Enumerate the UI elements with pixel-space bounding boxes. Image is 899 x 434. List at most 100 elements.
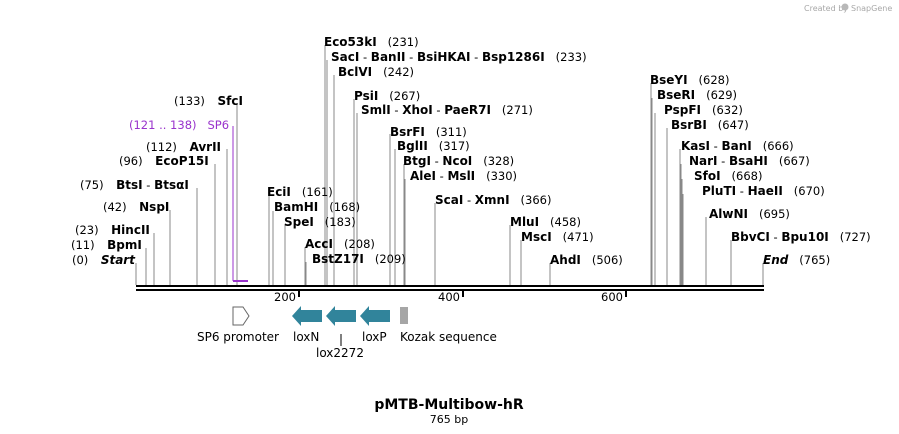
restriction-site-label[interactable]: MscI (471): [521, 230, 594, 244]
site-position: (695): [748, 207, 790, 221]
primer-label[interactable]: (121 .. 138) SP6: [129, 118, 229, 132]
site-position: (42): [103, 200, 127, 214]
site-position: (668): [721, 169, 763, 183]
enzyme-name: PsiI: [354, 89, 378, 103]
site-position: (666): [752, 139, 794, 153]
restriction-site-label[interactable]: (42) NspI: [103, 200, 169, 214]
separator: -: [770, 230, 781, 244]
site-position: (628): [688, 73, 730, 87]
enzyme-name: BtsαI: [154, 178, 189, 192]
site-position: (366): [510, 193, 552, 207]
enzyme-name: SmlI: [361, 103, 391, 117]
restriction-site-label[interactable]: (0) Start: [72, 253, 136, 267]
restriction-site-label[interactable]: KasI - BanI (666): [681, 139, 794, 153]
site-position: (267): [378, 89, 420, 103]
enzyme-name: NspI: [127, 200, 170, 214]
restriction-site-label[interactable]: AccI (208): [305, 237, 375, 251]
enzyme-name: BsrFI: [390, 125, 425, 139]
site-position: (23): [75, 223, 99, 237]
restriction-site-label[interactable]: BseYI (628): [650, 73, 729, 87]
kozak-feature[interactable]: [400, 307, 408, 324]
restriction-site-label[interactable]: Eco53kI (231): [324, 35, 419, 49]
restriction-site-label[interactable]: AhdI (506): [550, 253, 623, 267]
site-position: (11): [71, 238, 95, 252]
restriction-site-label[interactable]: End (765): [763, 253, 830, 267]
restriction-site-label[interactable]: (112) AvrII: [146, 140, 221, 154]
lox2272-feature[interactable]: [326, 306, 356, 326]
site-position: (471): [552, 230, 594, 244]
separator: -: [436, 169, 447, 183]
enzyme-name: Bpu10I: [781, 230, 828, 244]
snapgene-credit: Created by SnapGene: [804, 3, 892, 13]
enzyme-name: NcoI: [442, 154, 472, 168]
site-position: (75): [80, 178, 104, 192]
feature-label-loxp: loxP: [362, 330, 387, 344]
restriction-site-label[interactable]: BstZ17I (209): [312, 252, 406, 266]
restriction-site-label[interactable]: (75) BtsI - BtsαI: [80, 178, 189, 192]
restriction-site-label[interactable]: BsrBI (647): [671, 118, 749, 132]
restriction-site-label[interactable]: BbvCI - Bpu10I (727): [731, 230, 871, 244]
restriction-site-label[interactable]: BseRI (629): [657, 88, 737, 102]
credit-text: Created by: [804, 4, 848, 13]
site-position: (231): [377, 35, 419, 49]
enzyme-name: MscI: [521, 230, 552, 244]
restriction-site-label[interactable]: PluTI - HaeII (670): [702, 184, 825, 198]
enzyme-name: AlwNI: [709, 207, 748, 221]
site-position: (271): [491, 103, 533, 117]
enzyme-name: SpeI: [284, 215, 314, 229]
features: SP6 promoter loxN lox2272 loxP Kozak seq…: [197, 306, 497, 360]
enzyme-name: BsaHI: [729, 154, 768, 168]
restriction-site-label[interactable]: BamHI (168): [274, 200, 360, 214]
site-position: (632): [701, 103, 743, 117]
enzyme-name: BstZ17I: [312, 252, 364, 266]
site-position: (458): [539, 215, 581, 229]
enzyme-name: MluI: [510, 215, 539, 229]
site-position: (629): [695, 88, 737, 102]
enzyme-name: BpmI: [95, 238, 142, 252]
enzyme-name: NarI: [689, 154, 718, 168]
restriction-site-label[interactable]: SpeI (183): [284, 215, 356, 229]
enzyme-name: BsrBI: [671, 118, 707, 132]
restriction-site-label[interactable]: SfoI (668): [694, 169, 762, 183]
restriction-site-label[interactable]: (96) EcoP15I: [119, 154, 209, 168]
ruler-label-200: 200: [274, 290, 296, 304]
site-position: (727): [829, 230, 871, 244]
separator: -: [391, 103, 402, 117]
loxn-feature[interactable]: [292, 306, 322, 326]
snapgene-logo-icon: [841, 3, 849, 11]
site-position: (233): [545, 50, 587, 64]
restriction-site-label[interactable]: BclVI (242): [338, 65, 414, 79]
restriction-site-label[interactable]: SmlI - XhoI - PaeR7I (271): [361, 103, 533, 117]
restriction-site-label[interactable]: BglII (317): [397, 139, 470, 153]
enzyme-name: KasI: [681, 139, 710, 153]
restriction-site-label[interactable]: SacI - BanII - BsiHKAI - Bsp1286I (233): [331, 50, 587, 64]
restriction-site-label[interactable]: PspFI (632): [664, 103, 743, 117]
restriction-site-label[interactable]: (11) BpmI: [71, 238, 142, 252]
restriction-site-label[interactable]: EciI (161): [267, 185, 333, 199]
enzyme-name: BsiHKAI: [417, 50, 471, 64]
enzyme-name: XhoI: [402, 103, 433, 117]
sequence-backbone[interactable]: [136, 285, 764, 291]
site-position: (209): [364, 252, 406, 266]
separator: -: [718, 154, 729, 168]
loxp-feature[interactable]: [360, 306, 390, 326]
restriction-site-label[interactable]: PsiI (267): [354, 89, 420, 103]
restriction-site-label[interactable]: AleI - MslI (330): [410, 169, 517, 183]
restriction-site-label[interactable]: BtgI - NcoI (328): [403, 154, 514, 168]
enzyme-name: BseYI: [650, 73, 688, 87]
restriction-site-label[interactable]: ScaI - XmnI (366): [435, 193, 551, 207]
site-position: (168): [318, 200, 360, 214]
enzyme-name: EciI: [267, 185, 291, 199]
enzyme-name: PluTI: [702, 184, 736, 198]
restriction-site-label[interactable]: (133) SfcI: [174, 94, 243, 108]
restriction-site-label[interactable]: MluI (458): [510, 215, 581, 229]
enzyme-name: AvrII: [177, 140, 221, 154]
restriction-site-label[interactable]: (23) HincII: [75, 223, 150, 237]
sp6-promoter-feature[interactable]: [232, 306, 250, 326]
restriction-site-label[interactable]: AlwNI (695): [709, 207, 790, 221]
feature-label-kozak: Kozak sequence: [400, 330, 497, 344]
restriction-site-label[interactable]: NarI - BsaHI (667): [689, 154, 810, 168]
site-position: (670): [783, 184, 825, 198]
enzyme-name: AccI: [305, 237, 333, 251]
restriction-site-label[interactable]: BsrFI (311): [390, 125, 467, 139]
